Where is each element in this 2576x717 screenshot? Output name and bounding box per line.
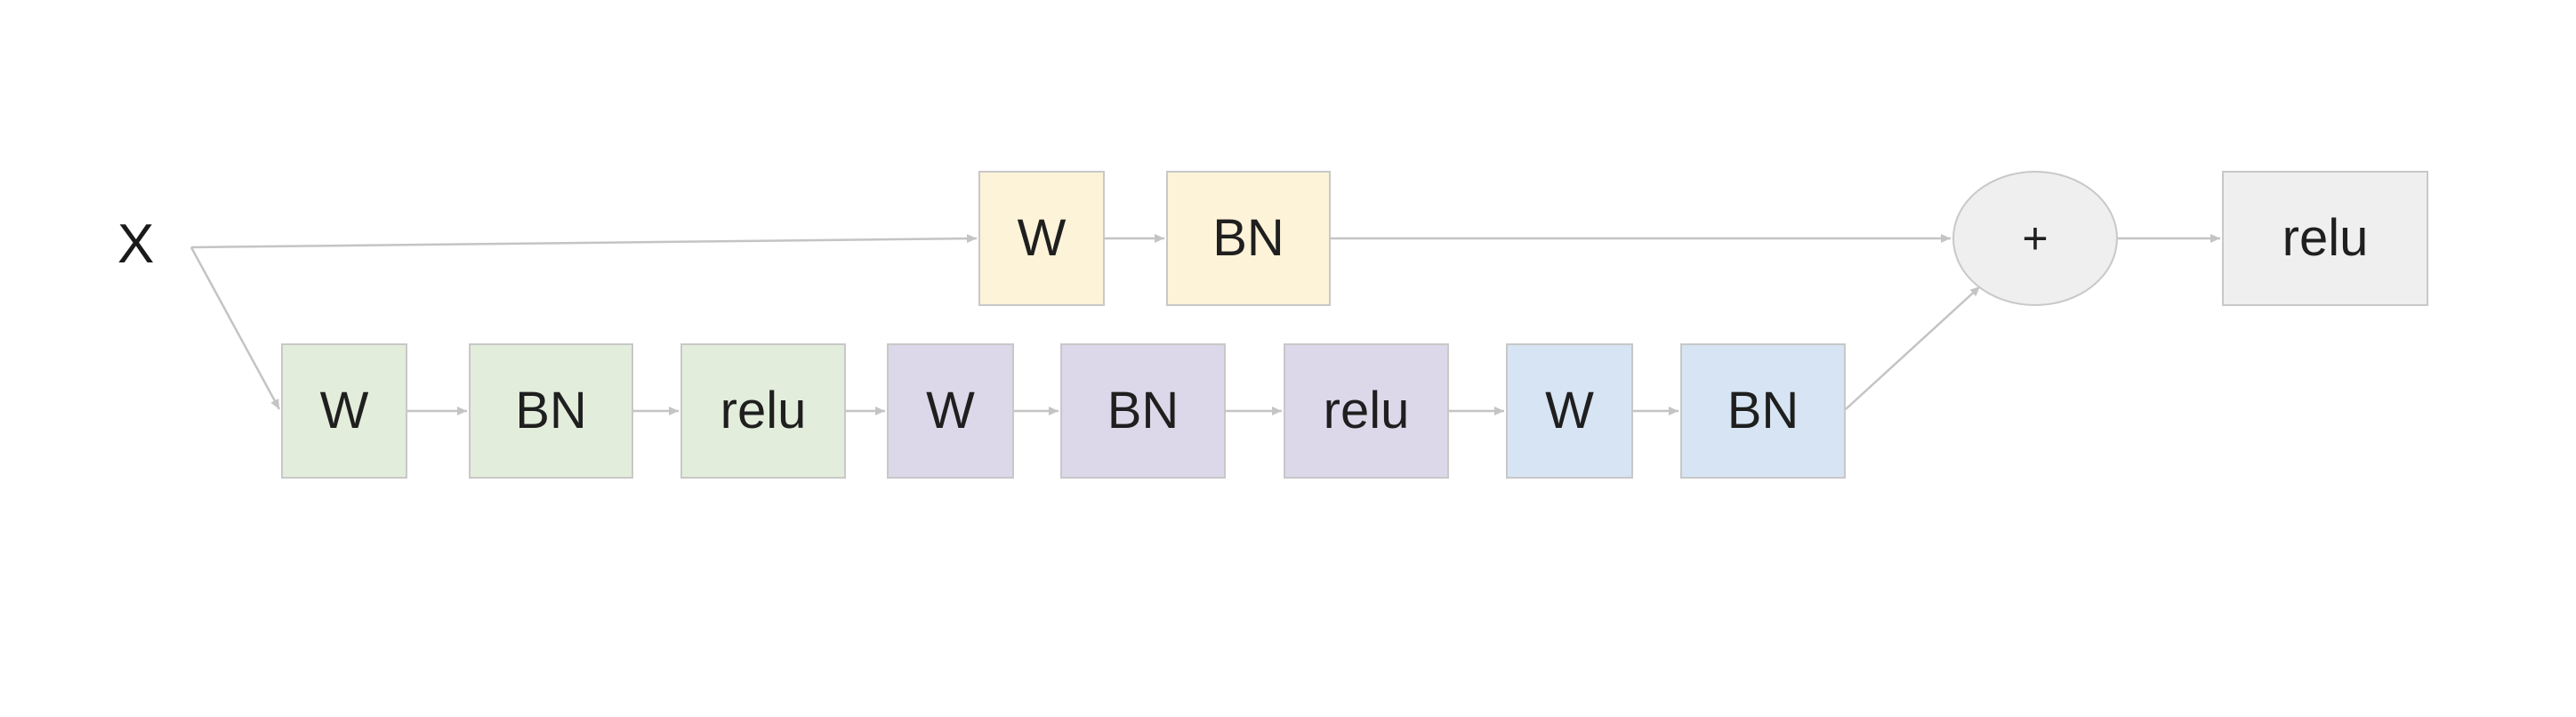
shortcut-bn-node: BN (1166, 171, 1331, 306)
output-relu-node: relu (2222, 171, 2428, 306)
main-stage2-relu-node: relu (1284, 343, 1449, 479)
main-stage1-w-node: W (281, 343, 407, 479)
add-node: + (1952, 171, 2118, 306)
edge-group (189, 234, 2220, 415)
main-stage2-bn-node: BN (1060, 343, 1226, 479)
input-x-label: X (117, 213, 155, 275)
main-stage2-w-node: W (887, 343, 1014, 479)
shortcut-w-node: W (978, 171, 1105, 306)
edge-x-to-main-w (189, 246, 281, 410)
edge-main-bn-to-add (1845, 286, 1981, 410)
edge-x-to-shortcut-w (190, 234, 978, 249)
main-stage3-bn-node: BN (1680, 343, 1846, 479)
main-stage1-bn-node: BN (469, 343, 633, 479)
main-stage3-w-node: W (1506, 343, 1633, 479)
main-stage1-relu-node: relu (680, 343, 846, 479)
